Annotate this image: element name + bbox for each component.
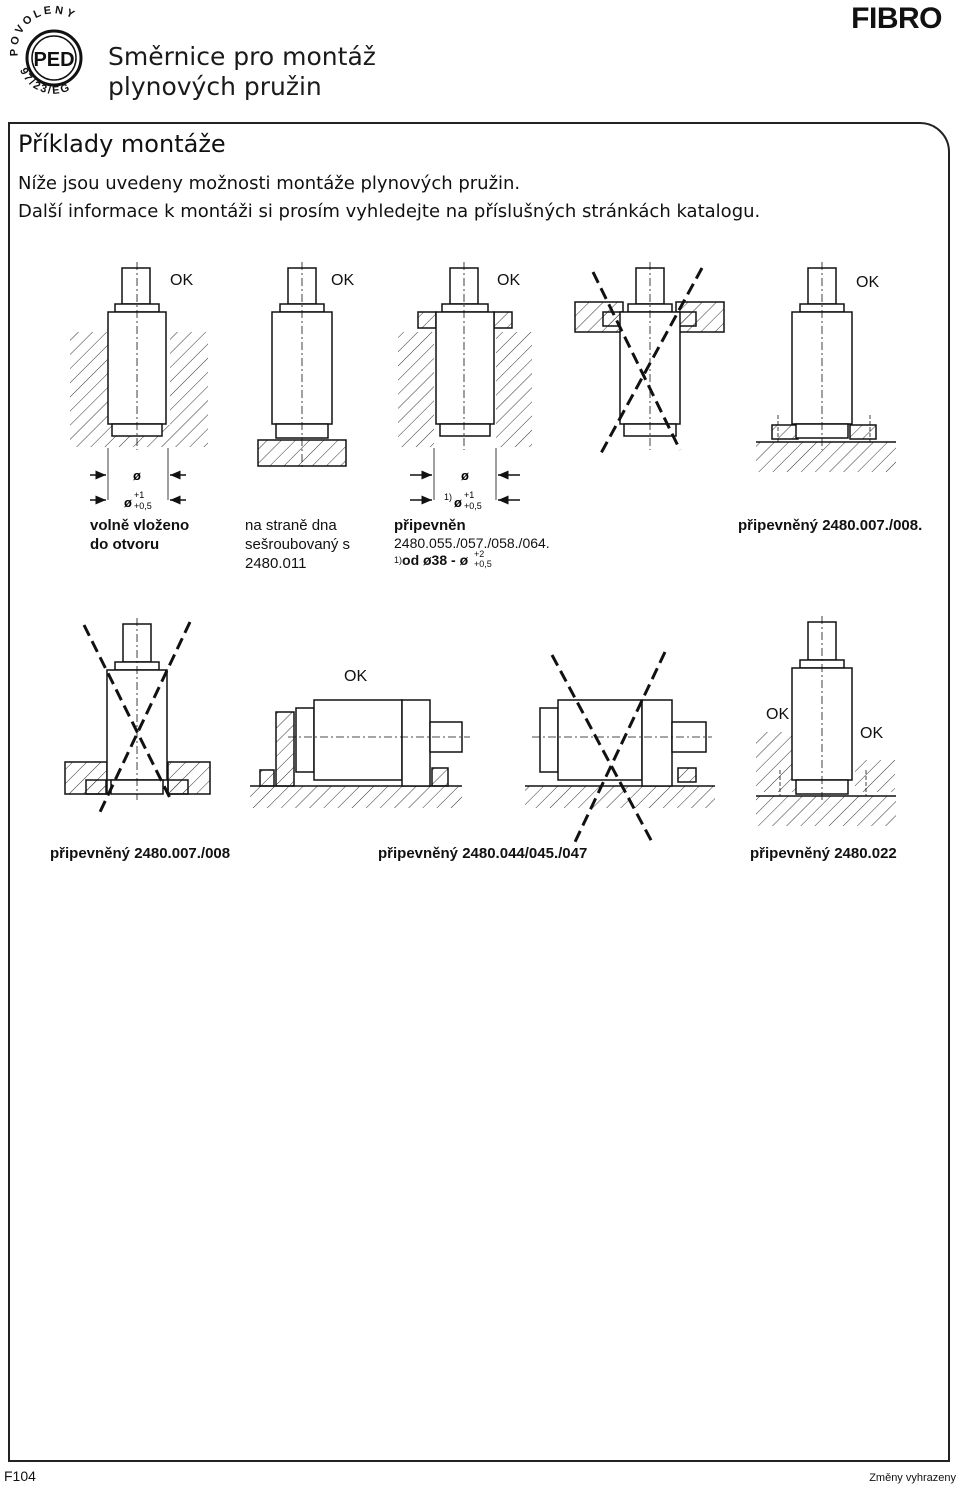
caption-bolted-line3: 2480.011 xyxy=(245,555,307,572)
caption-row2-fixed-022: připevněný 2480.022 xyxy=(750,845,897,862)
logo-mark: PED xyxy=(33,49,74,71)
caption-flange-codes: 2480.055./057./058./064. xyxy=(394,535,550,551)
caption-flange-fn-mark: 1) xyxy=(394,555,403,565)
page-title-line2: plynových pružin xyxy=(108,72,322,101)
fig5-fixed-flange xyxy=(756,262,896,472)
fig9-fixed-2480-022 xyxy=(756,616,896,826)
fig3-flange-mounted xyxy=(398,262,532,505)
fig7-horizontal-mounted xyxy=(250,699,470,808)
brand-logo: FIBRO xyxy=(851,2,942,35)
ok-label-fig9-right: OK xyxy=(860,725,884,742)
fig8-incorrect-horizontal xyxy=(525,651,715,843)
caption-flange-fn-tol-upper: +2 xyxy=(474,549,485,559)
caption-loose-line2: do otvoru xyxy=(90,536,160,553)
fig3-footnote-mark: 1) xyxy=(444,492,452,502)
fig3-tol-upper: +1 xyxy=(464,490,474,500)
page-title-line1: Směrnice pro montáž xyxy=(108,42,376,71)
ok-label-fig3: OK xyxy=(497,272,521,289)
caption-fixed-007-008: připevněný 2480.007./008. xyxy=(738,517,923,534)
fig4-incorrect-mounting xyxy=(574,262,725,456)
fig3-dim-dia-tol: ø xyxy=(454,495,462,510)
ok-label-fig1: OK xyxy=(170,272,194,289)
caption-loose-in-bore: volně vloženo do otvoru xyxy=(90,516,189,554)
caption-bolted-line2: sešroubovaný s xyxy=(245,536,351,553)
intro-line2: Další informace k montáži si prosím vyhl… xyxy=(18,201,761,222)
caption-bolted-line1: na straně dna xyxy=(245,517,337,534)
fig1-dim-dia-tol: ø xyxy=(124,495,132,510)
fig1-tol-upper: +1 xyxy=(134,490,144,500)
fig1-tol-lower: +0,5 xyxy=(134,501,152,511)
caption-bolted-bottom: na straně dna sešroubovaný s 2480.011 xyxy=(245,516,350,573)
fig3-dim-dia: ø xyxy=(461,468,469,483)
fig3-tol-lower: +0,5 xyxy=(464,501,482,511)
fig6-incorrect-mounting xyxy=(64,618,211,813)
page-number: F104 xyxy=(4,1468,36,1484)
caption-row2-fixed-007-008: připevněný 2480.007./008 xyxy=(50,845,231,862)
fig1-dim-dia: ø xyxy=(133,468,141,483)
intro-text: Níže jsou uvedeny možnosti montáže plyno… xyxy=(18,170,760,226)
caption-flange-mounted: připevněn 2480.055./057./058./064. 1)od … xyxy=(394,516,550,569)
ok-label-fig5: OK xyxy=(856,274,880,291)
caption-flange-footnote: 1)od ø38 - ø +2 +0,5 xyxy=(394,549,550,569)
fig1-loose-in-bore xyxy=(70,262,208,505)
footer-note: Změny vyhrazeny xyxy=(869,1472,956,1484)
ok-label-fig7: OK xyxy=(344,668,368,685)
fig2-bolted-bottom xyxy=(257,262,347,470)
content-frame xyxy=(8,122,950,1462)
intro-line1: Níže jsou uvedeny možnosti montáže plyno… xyxy=(18,173,521,194)
caption-flange-title: připevněn xyxy=(394,517,466,534)
page-title: Směrnice pro montáž plynových pružin xyxy=(108,42,376,102)
caption-row2-fixed-044-047: připevněný 2480.044/045./047 xyxy=(378,845,588,862)
caption-loose-line1: volně vloženo xyxy=(90,517,190,534)
caption-flange-fn-text: od ø38 - ø xyxy=(402,552,469,568)
caption-flange-fn-tol-lower: +0,5 xyxy=(474,559,492,569)
section-title: Příklady montáže xyxy=(18,130,226,158)
ped-logo: POVOLENY 97/23/EG PED xyxy=(6,4,102,100)
ok-label-fig9-left: OK xyxy=(766,706,790,723)
ok-label-fig2: OK xyxy=(331,272,355,289)
